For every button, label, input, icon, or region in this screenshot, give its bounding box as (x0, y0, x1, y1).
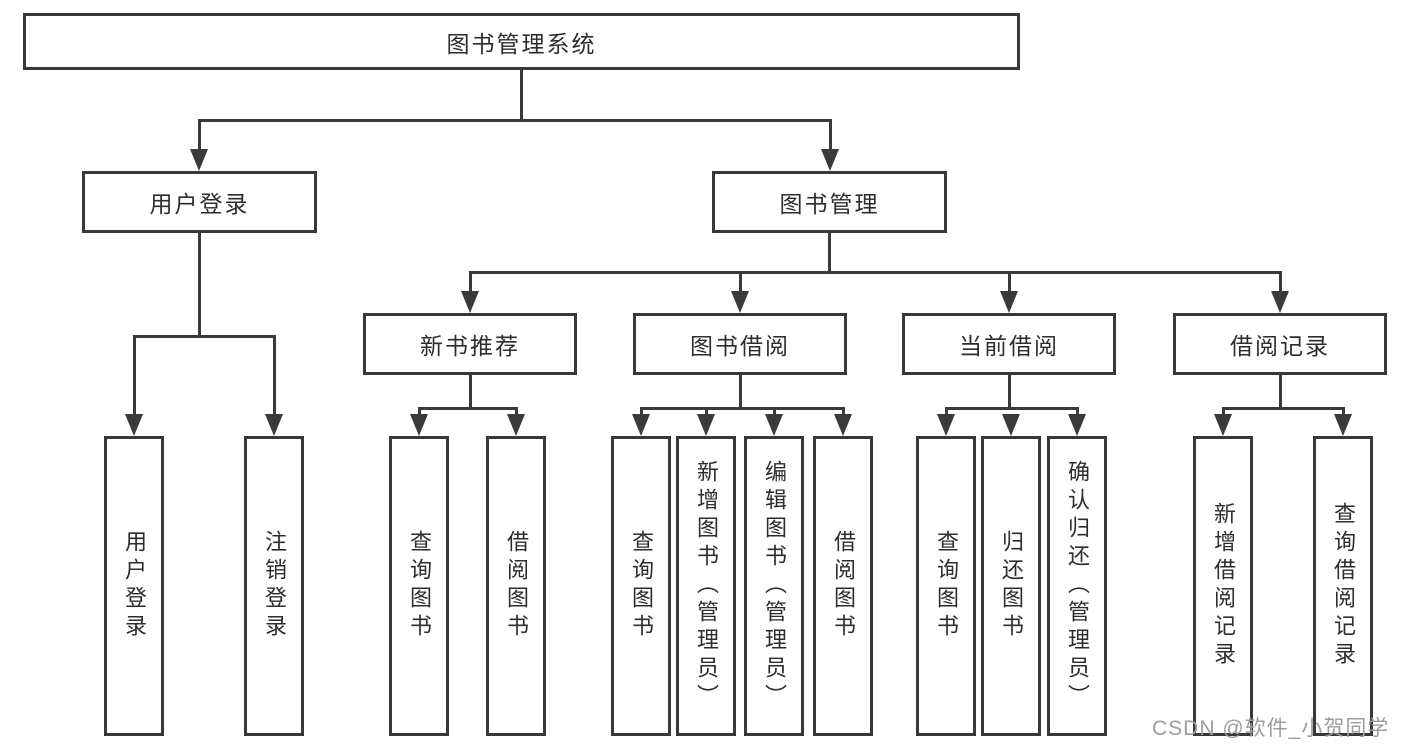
connector-line (133, 335, 136, 422)
node-book-management: 图书管理 (712, 171, 947, 233)
arrowhead-down-icon (1334, 414, 1352, 436)
connector-line (418, 407, 518, 410)
node-current-borrowing: 当前借阅 (902, 313, 1116, 375)
leaf-query-borrow-record: 查询借阅记录 (1313, 436, 1373, 736)
connector-line (1222, 407, 1345, 410)
leaf-borrow-books-recommend: 借阅图书 (486, 436, 546, 736)
arrowhead-down-icon (1271, 291, 1289, 313)
connector-line (640, 407, 643, 419)
node-book-borrowing: 图书借阅 (633, 313, 847, 375)
connector-line (273, 335, 276, 422)
leaf-add-borrow-record: 新增借阅记录 (1193, 436, 1253, 736)
node-new-book-recommendation: 新书推荐 (363, 313, 577, 375)
connector-line (739, 271, 742, 295)
leaf-user-login: 用户登录 (104, 436, 164, 736)
connector-line (515, 407, 518, 419)
connector-line (520, 70, 523, 120)
leaf-return-books: 归还图书 (981, 436, 1041, 736)
connector-line (1279, 375, 1282, 408)
connector-line (828, 233, 831, 272)
connector-line (418, 407, 421, 419)
arrowhead-down-icon (1000, 291, 1018, 313)
connector-line (945, 407, 1079, 410)
leaf-query-books-recommend: 查询图书 (389, 436, 449, 736)
leaf-borrow-books-borrowing: 借阅图书 (813, 436, 873, 736)
arrowhead-down-icon (821, 149, 839, 171)
connector-line (198, 119, 201, 157)
leaf-edit-book-admin: 编辑图书（管理员） (744, 436, 804, 736)
connector-line (773, 407, 776, 419)
arrowhead-down-icon (125, 414, 143, 436)
connector-line (469, 271, 1282, 274)
arrowhead-down-icon (731, 291, 749, 313)
leaf-confirm-return-admin: 确认归还（管理员） (1047, 436, 1107, 736)
arrowhead-down-icon (632, 414, 650, 436)
arrowhead-down-icon (461, 291, 479, 313)
arrowhead-down-icon (937, 414, 955, 436)
connector-line (640, 407, 844, 410)
arrowhead-down-icon (1002, 414, 1020, 436)
connector-line (469, 375, 472, 408)
leaf-add-book-admin: 新增图书（管理员） (676, 436, 736, 736)
arrowhead-down-icon (410, 414, 428, 436)
connector-line (1342, 407, 1345, 419)
leaf-query-books-borrowing: 查询图书 (611, 436, 671, 736)
connector-line (1076, 407, 1079, 419)
connector-line (198, 233, 201, 336)
leaf-logout: 注销登录 (244, 436, 304, 736)
arrowhead-down-icon (507, 414, 525, 436)
connector-line (1279, 271, 1282, 295)
connector-line (1008, 375, 1011, 408)
arrowhead-down-icon (1068, 414, 1086, 436)
connector-line (842, 407, 845, 419)
csdn-watermark: CSDN @软件_小贺同学 (1152, 717, 1390, 740)
arrowhead-down-icon (697, 414, 715, 436)
connector-line (198, 119, 832, 122)
leaf-query-books-current: 查询图书 (916, 436, 976, 736)
arrowhead-down-icon (834, 414, 852, 436)
node-borrowing-records: 借阅记录 (1173, 313, 1387, 375)
connector-line (133, 335, 275, 338)
connector-line (739, 375, 742, 408)
connector-line (945, 407, 948, 419)
connector-line (469, 271, 472, 295)
node-library-management-system: 图书管理系统 (23, 13, 1020, 70)
connector-line (705, 407, 708, 419)
connector-line (1008, 271, 1011, 295)
connector-line (829, 119, 832, 157)
arrowhead-down-icon (1214, 414, 1232, 436)
connector-line (1222, 407, 1225, 419)
arrowhead-down-icon (190, 149, 208, 171)
arrowhead-down-icon (765, 414, 783, 436)
arrowhead-down-icon (265, 414, 283, 436)
node-user-login: 用户登录 (82, 171, 317, 233)
